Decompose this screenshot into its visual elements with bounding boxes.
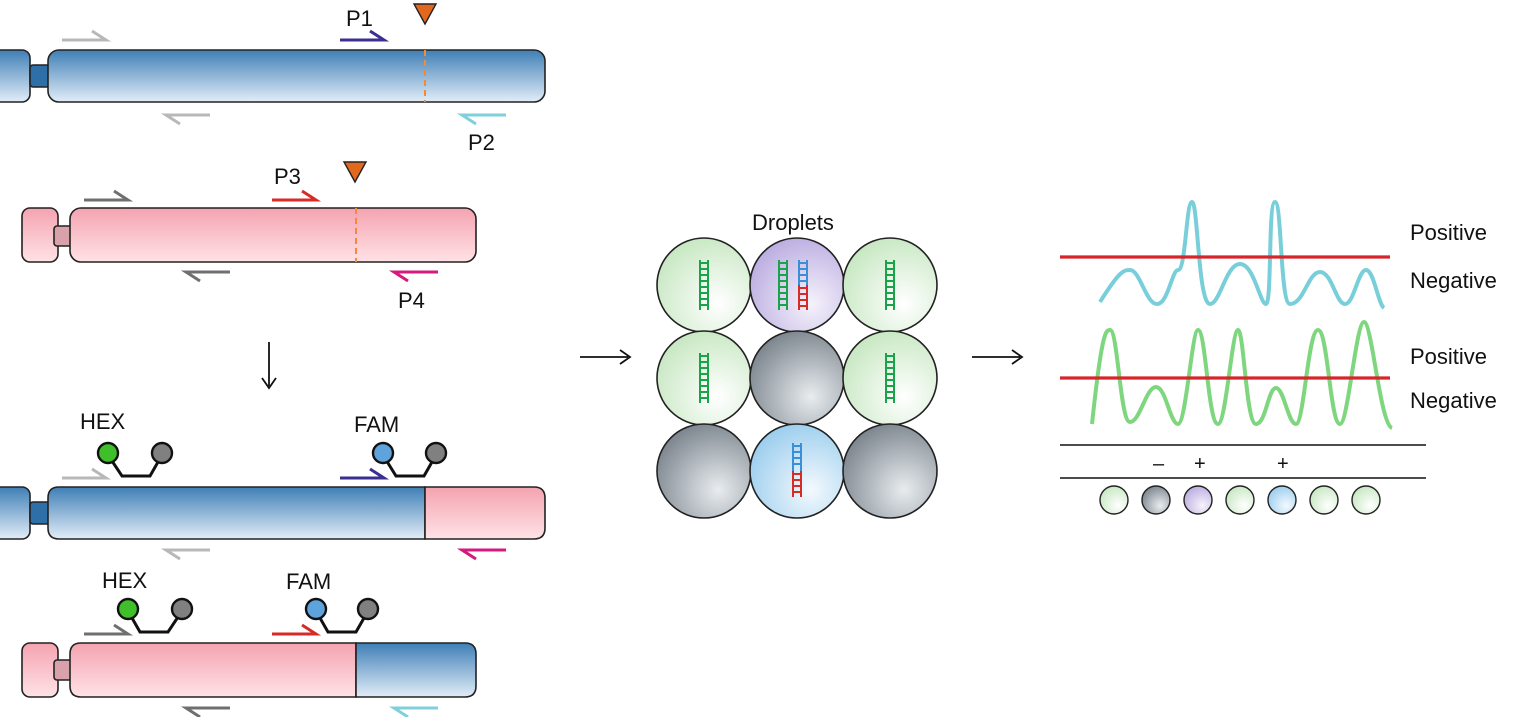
quencher-icon: [424, 441, 448, 465]
fusion-dna-red-icon: [798, 285, 808, 310]
readout-droplet-green: [1099, 485, 1129, 515]
primer-p1-arrow: [340, 29, 390, 42]
fusion-primer-p4-arrow: [456, 548, 506, 561]
hex-negative-label: Negative: [1410, 388, 1497, 413]
blue-chromosome-wildtype: [0, 49, 546, 103]
quencher-icon: [356, 597, 380, 621]
breakpoint-triangle-blue: [412, 3, 438, 26]
fam-negative-label: Negative: [1410, 268, 1497, 293]
fusion-primer-p1-arrow: [340, 467, 390, 480]
hex-probe-1: [96, 441, 174, 478]
primer-p1-label: P1: [346, 6, 373, 31]
down-arrow-icon: [261, 342, 277, 390]
fam-label-2: FAM: [286, 569, 331, 594]
hex-positive-label: Positive: [1410, 344, 1487, 369]
outer-primer-reverse-1: [160, 113, 210, 126]
fam-probe-2: [304, 597, 380, 634]
fam-probe-1: [371, 441, 448, 478]
wildtype-dna-icon: [885, 260, 895, 310]
hex-label-1: HEX: [80, 409, 126, 434]
outer-primer-reverse-4: [180, 706, 230, 717]
outer-primer-forward-1: [62, 29, 112, 42]
readout-droplet-green: [1351, 485, 1381, 515]
hex-probe-2: [116, 597, 194, 634]
droplet-row: [1099, 485, 1381, 515]
hex-label-2: HEX: [102, 568, 148, 593]
readout-droplet-green: [1309, 485, 1339, 515]
sign-plus-2: +: [1277, 453, 1289, 475]
wildtype-dna-icon: [778, 260, 788, 310]
droplet-green: [656, 237, 752, 333]
wildtype-dna-icon: [699, 353, 709, 403]
right-arrow-icon: [972, 349, 1024, 365]
wildtype-dna-icon: [699, 260, 709, 310]
hex-signal-trace: [1090, 319, 1394, 430]
quencher-icon: [150, 441, 174, 465]
fusion-chromosome-blue-pink: [0, 486, 546, 540]
outer-primer-reverse-2: [180, 270, 230, 283]
droplet-purple: [749, 237, 845, 333]
sign-plus-1: +: [1194, 453, 1206, 475]
droplet-grey: [749, 330, 845, 426]
outer-primer-forward-2: [84, 189, 134, 202]
sign-minus: –: [1153, 453, 1165, 475]
fam-fluorophore-icon: [304, 597, 328, 621]
readout-droplet-green: [1225, 485, 1255, 515]
readout-droplet-purple: [1183, 485, 1213, 515]
fusion-primer-p3-arrow: [272, 623, 322, 636]
wildtype-dna-icon: [885, 353, 895, 403]
droplet-green: [656, 330, 752, 426]
fam-signal-trace: [1098, 199, 1386, 310]
droplet-grid: [656, 237, 938, 519]
primer-p4-arrow: [388, 270, 438, 283]
readout-droplet-blue: [1267, 485, 1297, 515]
quencher-icon: [170, 597, 194, 621]
hex-fluorophore-icon: [116, 597, 140, 621]
fusion-dna-red-icon: [792, 471, 802, 497]
droplets-title: Droplets: [752, 210, 834, 235]
fusion-primer-p2-arrow: [388, 706, 438, 717]
primer-p3-arrow: [272, 189, 322, 202]
droplet-grey: [656, 423, 752, 519]
primer-p2-arrow: [456, 113, 506, 126]
fam-fluorophore-icon: [371, 441, 395, 465]
fusion-chromosome-pink-blue: [21, 642, 477, 698]
hex-fluorophore-icon: [96, 441, 120, 465]
primer-p3-label: P3: [274, 164, 301, 189]
droplet-grey: [842, 423, 938, 519]
pink-chromosome-wildtype: [21, 207, 477, 263]
fusion-dna-blue-icon: [798, 260, 808, 285]
fam-positive-label: Positive: [1410, 220, 1487, 245]
outer-primer-reverse-3: [160, 548, 210, 561]
outer-primer-forward-3: [62, 467, 112, 480]
right-arrow-icon: [580, 349, 632, 365]
fusion-dna-blue-icon: [792, 443, 802, 471]
droplet-green: [842, 237, 938, 333]
primer-p2-label: P2: [468, 130, 495, 155]
droplet-green: [842, 330, 938, 426]
primer-p4-label: P4: [398, 288, 425, 313]
outer-primer-forward-4: [84, 623, 134, 636]
droplet-blue: [749, 423, 845, 519]
readout-droplet-grey: [1141, 485, 1171, 515]
breakpoint-triangle-pink: [342, 161, 368, 184]
fam-label-1: FAM: [354, 412, 399, 437]
